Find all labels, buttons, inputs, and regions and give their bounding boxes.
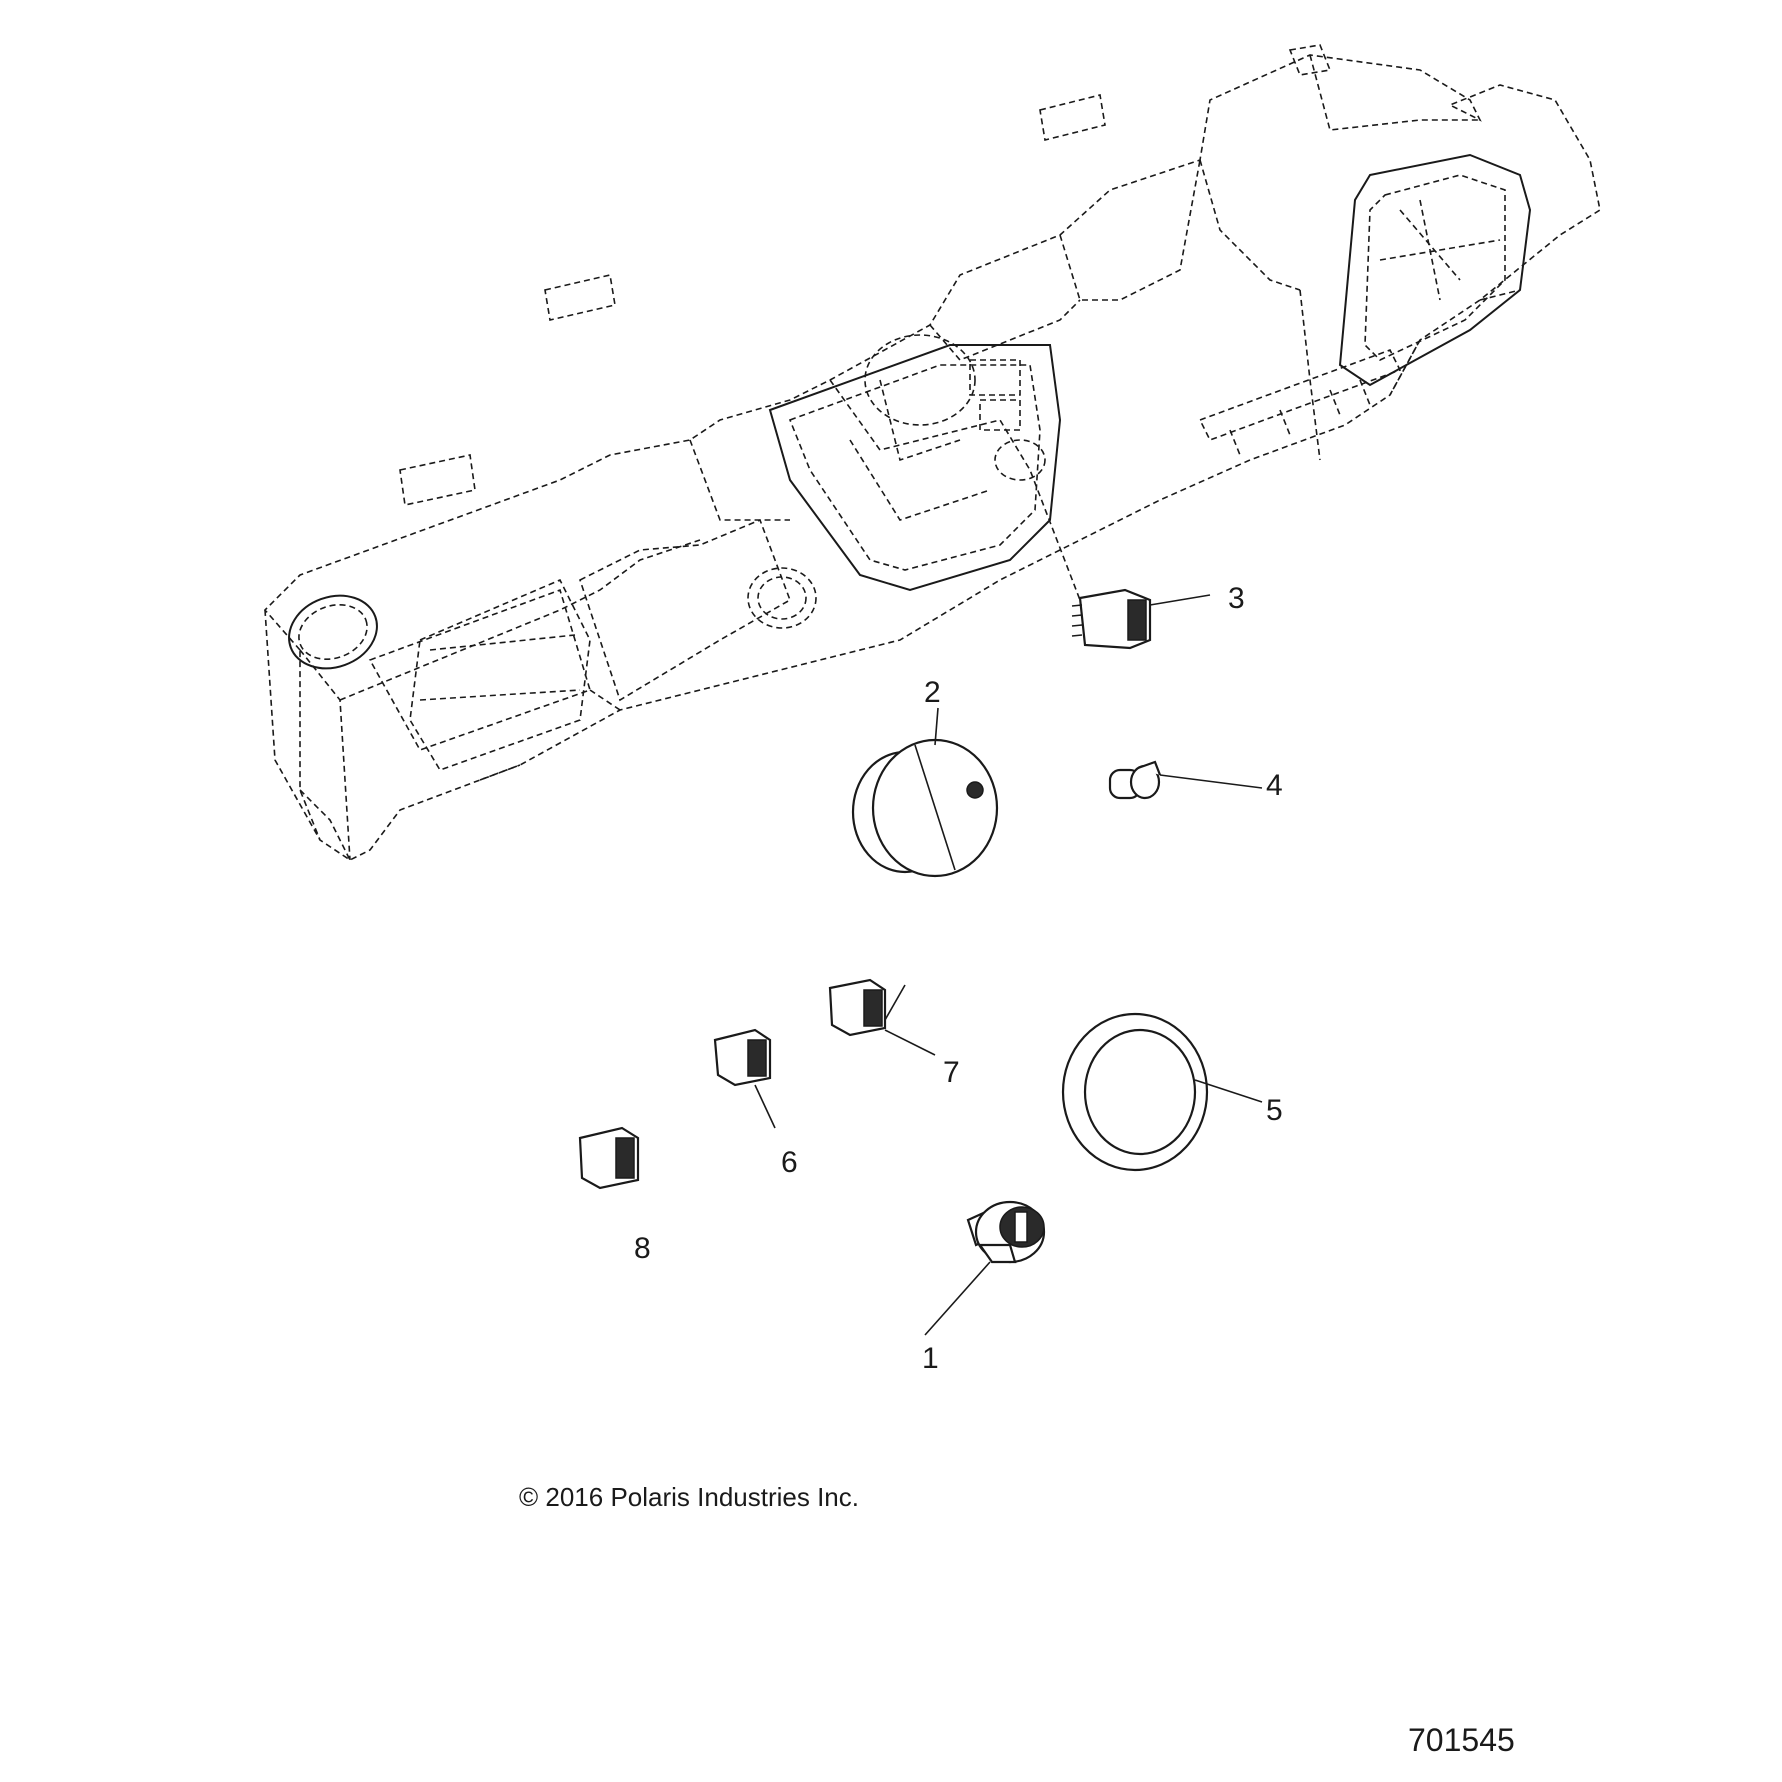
ignition-switch-part [966, 1200, 1046, 1264]
callout-7: 7 [943, 1056, 960, 1089]
callout-3: 3 [1228, 582, 1245, 615]
switch-part-8 [578, 1126, 640, 1190]
dashboard-panel [263, 44, 1601, 861]
callout-5: 5 [1266, 1094, 1283, 1127]
switch-part-3 [1071, 588, 1152, 650]
bezel-ring-part [1061, 1012, 1209, 1172]
callout-2: 2 [924, 676, 941, 709]
copyright-text: © 2016 Polaris Industries Inc. [519, 1482, 859, 1512]
callout-6: 6 [781, 1146, 798, 1179]
power-outlet-part [1108, 760, 1162, 800]
document-number: 701545 [1408, 1722, 1515, 1758]
switch-part-7 [828, 978, 887, 1037]
callout-1: 1 [922, 1342, 939, 1375]
gauge-part [851, 738, 999, 878]
callout-labels: 1 2 3 4 5 6 7 8 [634, 582, 1283, 1375]
switch-part-6 [713, 1028, 772, 1087]
callout-8: 8 [634, 1232, 651, 1265]
leader-lines [754, 594, 1263, 1336]
callout-4: 4 [1266, 769, 1283, 802]
